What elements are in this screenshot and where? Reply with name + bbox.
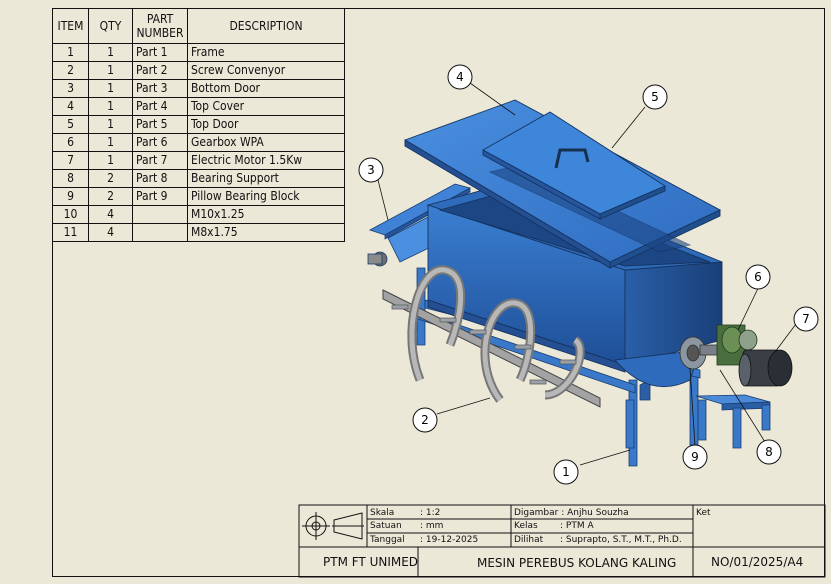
cell-qty: 4 xyxy=(88,223,133,242)
balloon-9: 9 xyxy=(682,444,708,470)
kelas-value: : PTM A xyxy=(560,521,594,531)
balloon-8: 8 xyxy=(756,439,782,465)
drawing-title: MESIN PEREBUS KOLANG KALING xyxy=(477,556,677,570)
ket-label: Ket xyxy=(696,508,711,518)
item-balloons: 4 5 3 6 7 2 9 8 1 xyxy=(358,64,819,485)
balloon-1: 1 xyxy=(553,459,579,485)
screw-conveyor xyxy=(382,265,601,408)
skala-label: Skala xyxy=(370,508,395,518)
dilihat-label: Dilihat xyxy=(514,535,544,545)
cell-item: 11 xyxy=(52,223,89,242)
satuan-label: Satuan xyxy=(370,521,402,531)
satuan-value: : mm xyxy=(420,521,444,531)
balloon-5: 5 xyxy=(642,84,668,110)
balloon-label: 7 xyxy=(802,312,810,326)
balloon-7: 7 xyxy=(793,306,819,332)
cell-description: Screw Convenyor xyxy=(187,61,345,80)
cell-part: Part 7 xyxy=(132,151,188,170)
balloon-label: 4 xyxy=(456,70,464,84)
cell-description: M8x1.75 xyxy=(187,223,345,242)
leader-lines xyxy=(377,82,797,466)
balloon-label: 8 xyxy=(765,445,773,459)
balloon-label: 5 xyxy=(651,90,659,104)
digambar-field: Digambar : Anjhu Souzha xyxy=(514,508,629,518)
cell-part: Part 1 xyxy=(132,43,188,62)
cell-description: Electric Motor 1.5Kw xyxy=(187,151,345,170)
top-door xyxy=(482,111,666,220)
balloon-3: 3 xyxy=(358,157,384,183)
balloon-label: 9 xyxy=(691,450,699,464)
balloon-label: 1 xyxy=(562,465,570,479)
electric-motor xyxy=(738,349,793,387)
projection-symbol-icon xyxy=(302,512,364,540)
cell-item: 10 xyxy=(52,205,89,224)
dilihat-value: : Suprapto, S.T., M.T., Ph.D. xyxy=(560,535,682,545)
balloon-6: 6 xyxy=(745,264,771,290)
skala-value: : 1:2 xyxy=(420,508,441,518)
tanggal-label: Tanggal xyxy=(370,535,405,545)
balloon-label: 3 xyxy=(367,163,375,177)
balloon-label: 6 xyxy=(754,270,762,284)
balloon-4: 4 xyxy=(447,64,473,90)
drawing-number: NO/01/2025/A4 xyxy=(711,555,804,569)
gearbox xyxy=(716,324,758,366)
tanggal-value: : 19-12-2025 xyxy=(420,535,479,545)
title-block xyxy=(298,504,826,578)
cell-description: Top Cover xyxy=(187,97,345,116)
cell-description: Pillow Bearing Block xyxy=(187,187,345,206)
kelas-label: Kelas xyxy=(514,521,538,531)
cell-part: Part 3 xyxy=(132,79,188,98)
header-qty: QTY xyxy=(88,8,133,44)
cell-description: M10x1.25 xyxy=(187,205,345,224)
balloon-2: 2 xyxy=(412,407,438,433)
cell-description: Bearing Support xyxy=(187,169,345,188)
institution-name: PTM FT UNIMED xyxy=(323,555,419,569)
balloon-label: 2 xyxy=(421,413,429,427)
